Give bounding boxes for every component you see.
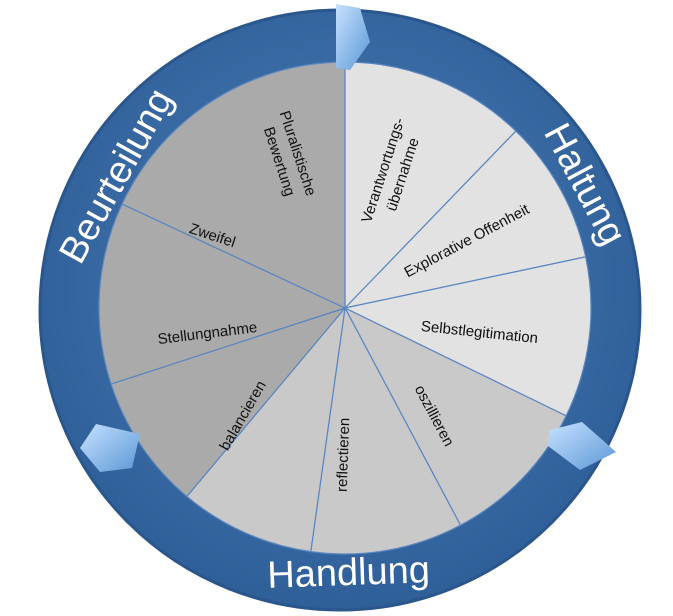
segment-pluralistische xyxy=(121,61,346,309)
segment-stellungnahme xyxy=(110,306,347,498)
arrow-head-top-icon xyxy=(336,4,370,70)
segment-verantwortung xyxy=(344,61,517,310)
segment-oszillieren xyxy=(343,306,567,527)
arrow-head-right-icon xyxy=(548,422,616,470)
segment-balancieren xyxy=(186,306,346,553)
segment-reflectieren xyxy=(310,306,462,555)
segment-label-reflectieren: reflectieren xyxy=(334,417,354,492)
segments-group xyxy=(98,61,592,555)
segment-selbstlegitimation xyxy=(343,256,592,417)
ring-label-handlung: Handlung xyxy=(267,549,431,597)
segment-zweifel xyxy=(98,203,347,385)
segment-explorative xyxy=(343,130,587,309)
arrow-head-left-icon xyxy=(80,424,140,472)
